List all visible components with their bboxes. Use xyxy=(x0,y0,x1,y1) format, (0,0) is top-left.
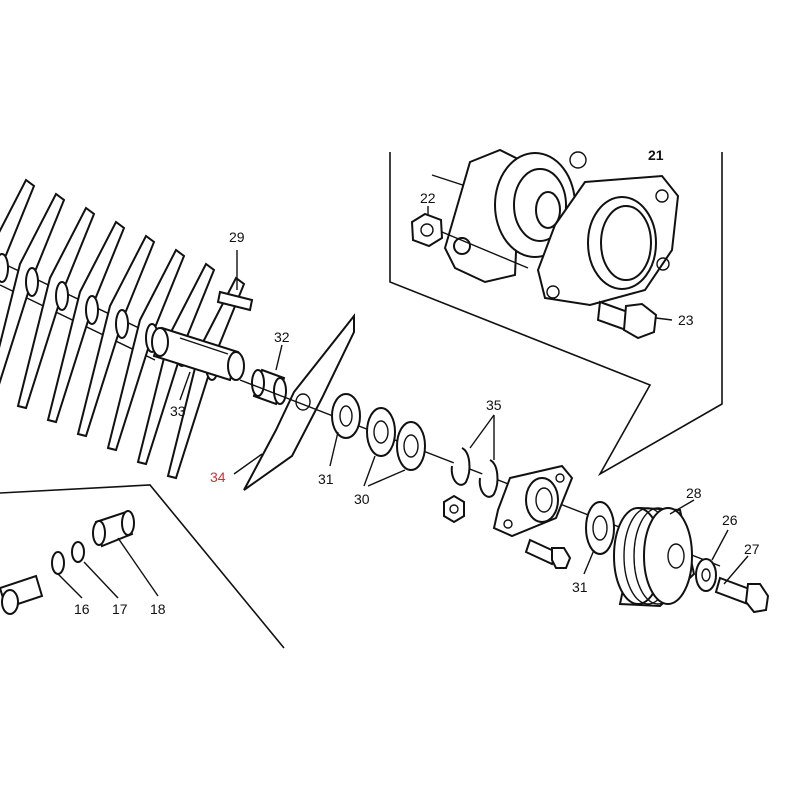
shaft-end-16[interactable] xyxy=(0,574,44,615)
tine-coil xyxy=(25,267,39,297)
pulley-28[interactable] xyxy=(613,506,696,608)
key-29[interactable] xyxy=(216,290,254,312)
callout-31-left[interactable]: 31 xyxy=(318,471,334,487)
circlip-35-a[interactable] xyxy=(450,447,471,486)
callouts: 21 22 23 29 32 33 34 31 30 35 28 26 27 3… xyxy=(74,147,760,617)
bolt-23[interactable] xyxy=(596,300,658,340)
ring-17[interactable] xyxy=(71,541,85,563)
washer-26[interactable] xyxy=(695,558,717,592)
callout-26[interactable]: 26 xyxy=(722,512,738,528)
callout-28[interactable]: 28 xyxy=(686,485,702,501)
lower-inset-frame xyxy=(0,484,285,649)
bolt-27[interactable] xyxy=(714,576,770,614)
callout-29[interactable]: 29 xyxy=(229,229,245,245)
tine-coil xyxy=(85,295,99,325)
tine-rotor-assembly xyxy=(0,178,246,480)
flange-nut[interactable] xyxy=(443,494,465,524)
tine-coil xyxy=(0,253,9,283)
tine-coil xyxy=(115,309,129,339)
callout-27[interactable]: 27 xyxy=(744,541,760,557)
detail-inset-frame xyxy=(389,152,723,477)
callout-30[interactable]: 30 xyxy=(354,491,370,507)
tine-coil xyxy=(55,281,69,311)
washer-30-a[interactable] xyxy=(366,407,396,457)
bushing-32[interactable] xyxy=(251,368,287,406)
circlip-16[interactable] xyxy=(51,551,65,575)
callout-35[interactable]: 35 xyxy=(486,397,502,413)
flange-bolt[interactable] xyxy=(524,538,572,569)
callout-16[interactable]: 16 xyxy=(74,601,90,617)
callout-23[interactable]: 23 xyxy=(678,312,694,328)
callout-17[interactable]: 17 xyxy=(112,601,128,617)
circlip-35-b[interactable] xyxy=(478,459,499,498)
callout-32[interactable]: 32 xyxy=(274,329,290,345)
washer-31-left[interactable] xyxy=(331,393,361,439)
callout-33[interactable]: 33 xyxy=(170,403,186,419)
flange-bearing[interactable] xyxy=(492,464,574,538)
callout-31-right[interactable]: 31 xyxy=(572,579,588,595)
washer-31-right[interactable] xyxy=(585,501,615,555)
bearing-housing-21[interactable] xyxy=(431,148,680,307)
stub-shaft-33[interactable] xyxy=(151,326,245,382)
leader-lines xyxy=(57,206,749,599)
sleeve-18[interactable] xyxy=(92,510,135,548)
callout-18[interactable]: 18 xyxy=(150,601,166,617)
washer-30-b[interactable] xyxy=(396,421,426,471)
callout-21[interactable]: 21 xyxy=(648,147,664,163)
callout-34[interactable]: 34 xyxy=(210,469,226,485)
nut-22[interactable] xyxy=(410,212,529,269)
callout-22[interactable]: 22 xyxy=(420,190,436,206)
